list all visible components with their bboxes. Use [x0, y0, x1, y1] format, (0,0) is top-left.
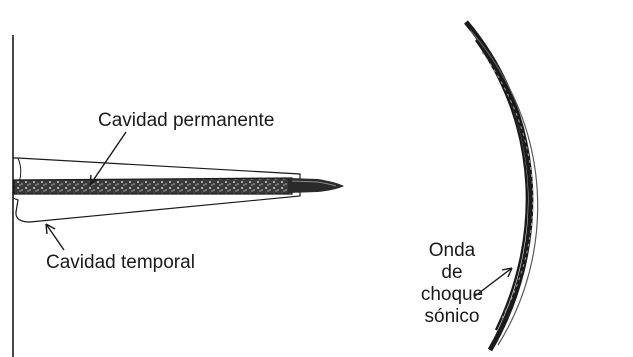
shock-wave-label-line: sónico: [402, 306, 502, 328]
permanent-cavity-label: Cavidad permanente: [98, 111, 274, 130]
permanent-cavity-tract: [14, 178, 292, 194]
shock-wave-label-line: Onda: [402, 240, 502, 262]
shock-wave-label-line: de: [402, 262, 502, 284]
temporary-cavity-label: Cavidad temporal: [46, 253, 195, 272]
permanent-cavity-arrow: [90, 132, 126, 185]
temporary-cavity-arrow: [46, 224, 64, 250]
shock-wave-label-line: choque: [402, 284, 502, 306]
shock-wave-label: Onda de choque sónico: [402, 240, 502, 328]
